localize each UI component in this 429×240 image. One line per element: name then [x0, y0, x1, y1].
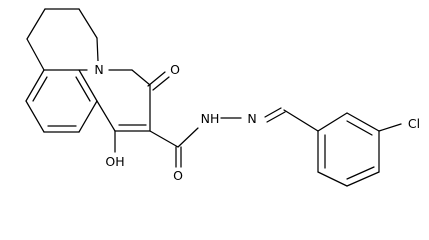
- bond-c6a-c9a-inner: [75, 76, 91, 102]
- bond-c9a-c9-inner: [32, 76, 48, 102]
- atom-label-hydroxyl: OH: [105, 154, 124, 169]
- atom-label-nh-amide: NH: [201, 111, 220, 126]
- structure-drawing: N O NH N Cl OH O: [25, 8, 420, 187]
- bond-camide-nh: [177, 127, 199, 148]
- bond-ar-5-inner: [346, 120, 373, 136]
- atom-label-n-ring: N: [94, 62, 103, 77]
- bond-ar-3-inner: [346, 166, 375, 180]
- bond-ar-3: [346, 171, 380, 187]
- bond-c7-c6a: [78, 100, 98, 133]
- bond-ch-aryl: [283, 109, 319, 132]
- bond-ar-2: [317, 171, 348, 187]
- bond-c5-camide: [149, 130, 179, 148]
- atom-label-cl: Cl: [408, 116, 420, 131]
- bond-c3-n: [96, 37, 99, 62]
- bond-c9a-c9: [25, 69, 45, 102]
- bond-c4-o-a: [147, 71, 166, 87]
- bond-ar-5: [346, 112, 380, 132]
- bond-n-ch-a: [264, 107, 282, 118]
- bond-c6a-c6: [96, 100, 116, 132]
- bond-n-ch-b: [266, 111, 286, 123]
- bond-c4-o-b: [152, 76, 170, 91]
- structure-canvas: N O NH N Cl OH O: [25, 8, 420, 187]
- atom-label-o-amide: O: [173, 168, 183, 183]
- atom-label-o-lactam: O: [170, 62, 180, 77]
- bond-c2-c3: [78, 8, 98, 39]
- bond-c10-c9a: [26, 38, 45, 71]
- bond-ar-6: [317, 112, 348, 132]
- bond-skeleton: [25, 8, 402, 187]
- bond-c6a-c9a: [78, 69, 98, 102]
- bond-c9-c8: [25, 100, 45, 133]
- bond-ar-cl: [378, 123, 402, 132]
- bond-c4-ring: [131, 69, 151, 86]
- atom-labels: N O NH N Cl OH O: [92, 61, 420, 183]
- atom-label-n-hydrazone: N: [247, 111, 256, 126]
- bond-c1-c10: [26, 8, 46, 40]
